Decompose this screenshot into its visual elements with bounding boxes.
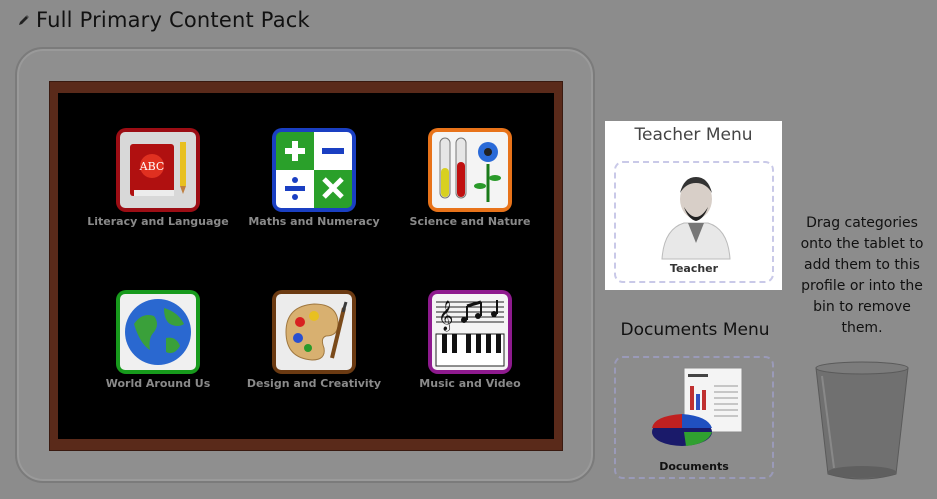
help-text: Drag categories onto the tablet to add t… [800,215,924,336]
music-keyboard-icon: 𝄞 [432,294,508,370]
category-music-and-video[interactable]: 𝄞 [390,290,550,390]
palette-icon [276,294,352,370]
blackboard-frame: ABC Literacy and Language [49,81,563,451]
category-label: Science and Nature [409,215,531,228]
teacher-item[interactable]: Teacher [614,161,774,283]
documents-item-label: Documents [659,460,729,473]
category-label: Literacy and Language [87,215,229,228]
category-literacy-and-language[interactable]: ABC Literacy and Language [78,128,238,228]
globe-icon [120,294,196,370]
category-world-around-us[interactable]: World Around Us [78,290,238,390]
tablet[interactable]: ABC Literacy and Language [15,47,595,483]
teacher-menu-panel: Teacher Menu Teacher [605,121,782,290]
page-title: Full Primary Content Pack [36,8,310,32]
category-label: Music and Video [419,377,521,390]
math-symbols-icon [276,132,352,208]
page-header: Full Primary Content Pack [18,8,310,32]
category-label: World Around Us [105,377,211,390]
category-maths-and-numeracy[interactable]: Maths and Numeracy [234,128,394,228]
teacher-icon [661,177,731,260]
teacher-menu-heading: Teacher Menu [634,125,753,145]
test-tubes-flower-icon [432,132,508,208]
category-label: Maths and Numeracy [248,215,380,228]
blackboard[interactable]: ABC Literacy and Language [58,93,554,439]
documents-chart-icon [652,367,743,446]
svg-text:𝄞: 𝄞 [438,300,453,332]
bin-icon[interactable] [812,360,912,482]
teacher-item-label: Teacher [669,262,719,275]
svg-text:ABC: ABC [139,160,165,173]
category-design-and-creativity[interactable]: Design and Creativity [234,290,394,390]
pencil-icon[interactable] [18,14,30,26]
book-icon: ABC [120,132,196,208]
documents-item[interactable]: Documents [614,356,774,479]
category-science-and-nature[interactable]: Science and Nature [390,128,550,228]
documents-menu-heading: Documents Menu [620,320,770,340]
category-label: Design and Creativity [246,377,382,390]
